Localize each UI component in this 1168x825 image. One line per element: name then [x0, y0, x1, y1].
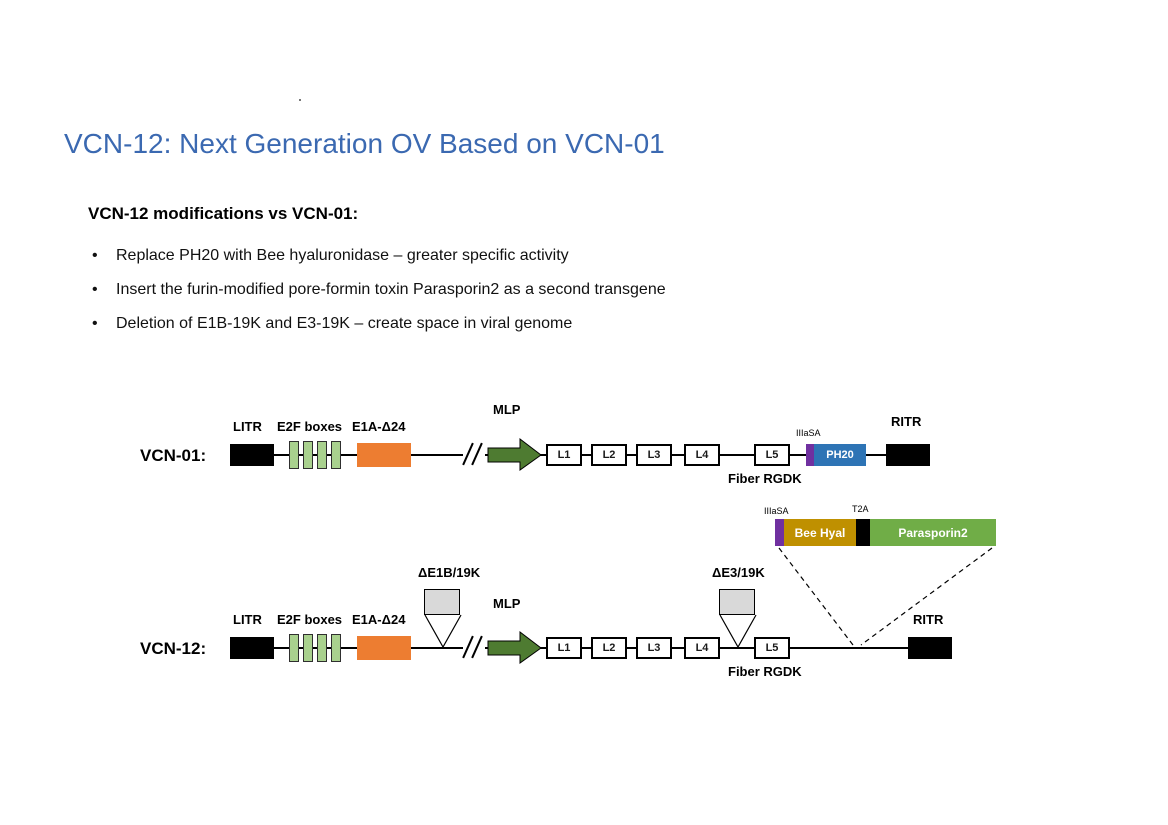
mlp-arrow	[487, 630, 542, 664]
vcn01-iiiasa-label: IIIaSA	[796, 428, 821, 438]
vcn01-ritr-box	[886, 444, 930, 466]
vcn12-e2f-box	[331, 634, 341, 662]
page-title: VCN-12: Next Generation OV Based on VCN-…	[64, 128, 665, 159]
vcn01-e1a-box	[357, 443, 411, 467]
vcn12-litr-label: LITR	[233, 612, 262, 627]
vcn01-e1a-label: E1A-Δ24	[352, 419, 406, 434]
vcn12-ritr-box	[908, 637, 952, 659]
vcn12-e2f-label: E2F boxes	[277, 612, 343, 627]
vcn12-segment-l5: L5	[754, 637, 790, 659]
cassette-t2a-label: T2A	[852, 504, 869, 514]
vcn01-segment-l3: L3	[636, 444, 672, 466]
vcn12-delta-e3-box	[719, 589, 755, 615]
vcn01-segment-l2: L2	[591, 444, 627, 466]
vcn01-segment-l4: L4	[684, 444, 720, 466]
vcn12-delta-e3-label: ΔE3/19K	[712, 565, 765, 580]
vcn12-litr-box	[230, 637, 274, 659]
vcn12-segment-l3: L3	[636, 637, 672, 659]
vcn12-genome-break	[462, 634, 485, 660]
vcn01-e2f-box	[331, 441, 341, 469]
vcn12-delta-e1b-caret	[424, 614, 462, 649]
vcn12-segment-l1: L1	[546, 637, 582, 659]
vcn12-delta-e1b-box	[424, 589, 460, 615]
vcn01-ritr-label: RITR	[891, 414, 922, 429]
vcn01-e2f-box	[289, 441, 299, 469]
vcn01-e2f-box	[317, 441, 327, 469]
stray-dot	[299, 99, 301, 101]
bullet-item: Insert the furin-modified pore-formin to…	[92, 281, 666, 299]
mlp-arrow	[487, 437, 542, 471]
vcn01-iiiasa-box	[806, 444, 814, 466]
vcn12-e1a-label: E1A-Δ24	[352, 612, 406, 627]
vcn12-genome-line	[230, 647, 950, 649]
vcn01-mlp-label: MLP	[493, 402, 521, 417]
vcn12-row-label: VCN-12:	[140, 639, 207, 658]
vcn12-delta-e3-caret	[719, 614, 757, 649]
vcn12-ritr-label: RITR	[913, 612, 944, 627]
vcn12-fiber-label: Fiber RGDK	[728, 664, 802, 679]
vcn12-e2f-box	[303, 634, 313, 662]
vcn12-segment-l2: L2	[591, 637, 627, 659]
vcn12-e1a-box	[357, 636, 411, 660]
vcn12-segment-l4: L4	[684, 637, 720, 659]
vcn01-genome-break	[462, 441, 485, 467]
vcn01-ph20-box: PH20	[814, 444, 866, 466]
vcn01-fiber-label: Fiber RGDK	[728, 471, 802, 486]
bullet-item: Replace PH20 with Bee hyaluronidase – gr…	[92, 247, 569, 265]
cassette-bee-hyal-box: Bee Hyal	[784, 519, 856, 546]
vcn01-litr-label: LITR	[233, 419, 262, 434]
cassette-iiiasa-label: IIIaSA	[764, 506, 789, 516]
modifications-heading: VCN-12 modifications vs VCN-01:	[88, 204, 359, 223]
cassette-iiiasa-box	[775, 519, 784, 546]
bullet-item: Deletion of E1B-19K and E3-19K – create …	[92, 315, 572, 333]
vcn01-e2f-label: E2F boxes	[277, 419, 343, 434]
vcn01-segment-l1: L1	[546, 444, 582, 466]
vcn01-row-label: VCN-01:	[140, 446, 207, 465]
vcn12-e2f-box	[289, 634, 299, 662]
vcn12-e2f-box	[317, 634, 327, 662]
vcn01-e2f-box	[303, 441, 313, 469]
cassette-t2a-box	[856, 519, 870, 546]
vcn01-segment-l5: L5	[754, 444, 790, 466]
vcn12-mlp-label: MLP	[493, 596, 521, 611]
cassette-parasporin-box: Parasporin2	[870, 519, 996, 546]
vcn01-litr-box	[230, 444, 274, 466]
vcn12-delta-e1b-label: ΔE1B/19K	[418, 565, 481, 580]
